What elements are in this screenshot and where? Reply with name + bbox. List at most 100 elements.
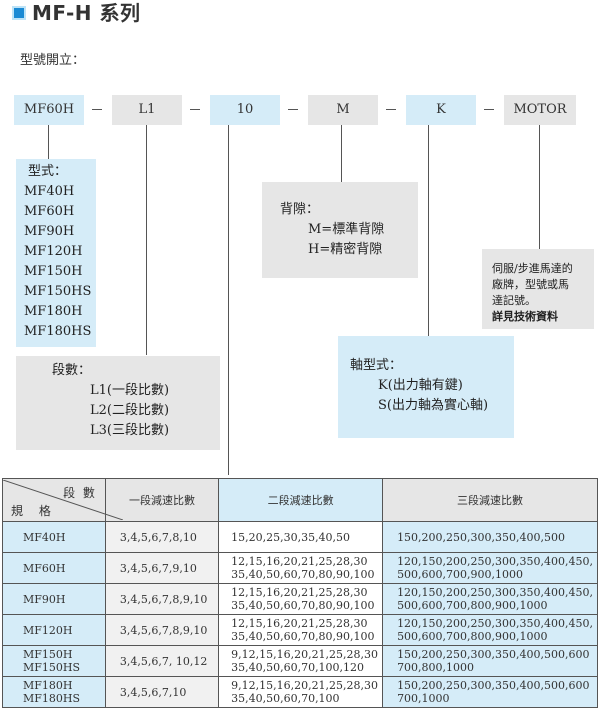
two-stage-cell: 15,20,25,30,35,40,50 bbox=[218, 521, 384, 553]
model-cell-line: MF120H bbox=[23, 623, 73, 637]
model-cell-line: MF180H bbox=[23, 679, 73, 692]
code-box-ratio: 10 bbox=[210, 95, 280, 125]
model-cell-line: MF40H bbox=[23, 530, 66, 544]
one-stage-cell-line: 3,4,5,6,7, 10,12 bbox=[119, 654, 208, 668]
type-item: MF120H bbox=[24, 244, 83, 259]
code-separator bbox=[92, 109, 102, 110]
col-header-one-stage: 一段減速比數 bbox=[104, 478, 220, 522]
two-stage-cell-line: 9,12,15,16,20,21,25,28,30 bbox=[231, 648, 379, 661]
connector-line bbox=[48, 125, 49, 159]
page-title: MF-H 系列 bbox=[32, 1, 141, 25]
one-stage-cell: 3,4,5,6,7, 10,12 bbox=[104, 645, 220, 677]
model-cell-line: MF90H bbox=[23, 592, 66, 606]
stage-item: L2(二段比數) bbox=[90, 403, 170, 418]
type-item: MF180H bbox=[24, 304, 83, 319]
two-stage-cell-line: 35,40,50,60,70,80,90,100 bbox=[231, 630, 375, 643]
type-item: MF40H bbox=[24, 184, 75, 199]
backlash-heading: 背隙： bbox=[280, 202, 320, 217]
type-item: MF60H bbox=[24, 204, 75, 219]
corner-stage-label: 段 數 bbox=[63, 486, 97, 500]
model-cell-line: MF150HS bbox=[23, 661, 81, 674]
connector-line bbox=[341, 125, 342, 182]
two-stage-cell-line: 35,40,50,60,70,80,90,100 bbox=[231, 568, 375, 581]
model-cell: MF40H bbox=[2, 521, 106, 553]
three-stage-cell-line: 500,600,700,800,900,1000 bbox=[397, 599, 548, 612]
one-stage-cell: 3,4,5,6,7,8,9,10 bbox=[104, 583, 220, 615]
motor-line: 廠牌，型號或馬 bbox=[492, 278, 569, 291]
col-header-two-stage: 二段減速比數 bbox=[218, 478, 384, 522]
stage-panel: 段數： L1(一段比數) L2(二段比數) L3(三段比數) bbox=[16, 356, 220, 450]
two-stage-cell-line: 35,40,50,60,70,100,120 bbox=[231, 661, 365, 674]
three-stage-cell-line: 150,200,250,300,350,400,500 bbox=[397, 530, 566, 544]
code-box-stage: L1 bbox=[112, 95, 182, 125]
motor-note: 詳見技術資料 bbox=[492, 310, 558, 323]
two-stage-cell-line: 9,12,15,16,20,21,25,28,30 bbox=[231, 679, 379, 692]
two-stage-cell-line: 12,15,16,20,21,25,28,30 bbox=[231, 555, 368, 568]
model-cell-line: MF180HS bbox=[23, 692, 81, 705]
three-stage-cell-line: 500,600,700,800,900,1000 bbox=[397, 630, 548, 643]
three-stage-cell-line: 700,1000 bbox=[397, 692, 450, 705]
three-stage-cell-line: 120,150,200,250,300,350,400,450, bbox=[397, 586, 593, 599]
code-box-backlash: M bbox=[308, 95, 378, 125]
three-stage-cell: 150,200,250,300,350,400,500 bbox=[382, 521, 598, 553]
code-separator bbox=[386, 109, 396, 110]
motor-line: 達記號。 bbox=[492, 294, 536, 307]
type-item: MF150H bbox=[24, 264, 83, 279]
code-box-shaft: K bbox=[406, 95, 476, 125]
corner-diagonal bbox=[3, 480, 123, 520]
three-stage-cell-line: 120,150,200,250,300,350,400,450, bbox=[397, 617, 593, 630]
stage-item: L1(一段比數) bbox=[90, 383, 170, 398]
one-stage-cell-line: 3,4,5,6,7,10 bbox=[119, 685, 187, 699]
two-stage-cell-line: 12,15,16,20,21,25,28,30 bbox=[231, 617, 368, 630]
model-cell-line: MF60H bbox=[23, 561, 66, 575]
table-corner-header: 段 數 規 格 bbox=[2, 478, 123, 522]
type-item: MF150HS bbox=[24, 284, 92, 299]
shaft-heading: 軸型式： bbox=[350, 358, 403, 373]
three-stage-cell-line: 500,600,700,900,1000 bbox=[397, 568, 524, 581]
three-stage-cell: 120,150,200,250,300,350,400,450,500,600,… bbox=[382, 614, 598, 646]
one-stage-cell: 3,4,5,6,7,10 bbox=[104, 676, 220, 708]
backlash-item: H=精密背隙 bbox=[308, 242, 383, 257]
shaft-item: S(出力軸為實心軸) bbox=[378, 398, 489, 413]
model-cell: MF90H bbox=[2, 583, 106, 615]
type-item: MF180HS bbox=[24, 324, 92, 339]
corner-spec-label: 規 格 bbox=[11, 504, 57, 518]
one-stage-cell-line: 3,4,5,6,7,8,10 bbox=[119, 530, 197, 544]
three-stage-cell: 120,150,200,250,300,350,400,450,500,600,… bbox=[382, 552, 598, 584]
motor-line: 伺服/步進馬達的 bbox=[492, 262, 573, 275]
two-stage-cell-line: 15,20,25,30,35,40,50 bbox=[231, 530, 351, 544]
code-box-model: MF60H bbox=[14, 95, 84, 125]
connector-line bbox=[428, 125, 429, 336]
three-stage-cell-line: 120,150,200,250,300,350,400,450, bbox=[397, 555, 593, 568]
one-stage-cell-line: 3,4,5,6,7,8,9,10 bbox=[119, 623, 208, 637]
type-heading: 型式： bbox=[28, 164, 68, 179]
type-panel: 型式： MF40H MF60H MF90H MF120H MF150H MF15… bbox=[16, 159, 96, 347]
backlash-item: M=標準背隙 bbox=[308, 222, 385, 237]
three-stage-cell: 120,150,200,250,300,350,400,450,500,600,… bbox=[382, 583, 598, 615]
three-stage-cell-line: 150,200,250,300,350,400,500,600 bbox=[397, 679, 590, 692]
code-box-motor: MOTOR bbox=[504, 95, 576, 125]
one-stage-cell-line: 3,4,5,6,7,8,9,10 bbox=[119, 592, 208, 606]
connector-line bbox=[228, 125, 229, 475]
one-stage-cell: 3,4,5,6,7,8,10 bbox=[104, 521, 220, 553]
model-cell: MF120H bbox=[2, 614, 106, 646]
connector-line bbox=[539, 125, 540, 249]
shaft-item: K(出力軸有鍵) bbox=[378, 378, 463, 393]
stage-heading: 段數： bbox=[52, 363, 92, 378]
model-cell: MF60H bbox=[2, 552, 106, 584]
three-stage-cell-line: 700,800,1000 bbox=[397, 661, 475, 674]
stage-item: L3(三段比數) bbox=[90, 423, 170, 438]
code-separator bbox=[190, 109, 200, 110]
